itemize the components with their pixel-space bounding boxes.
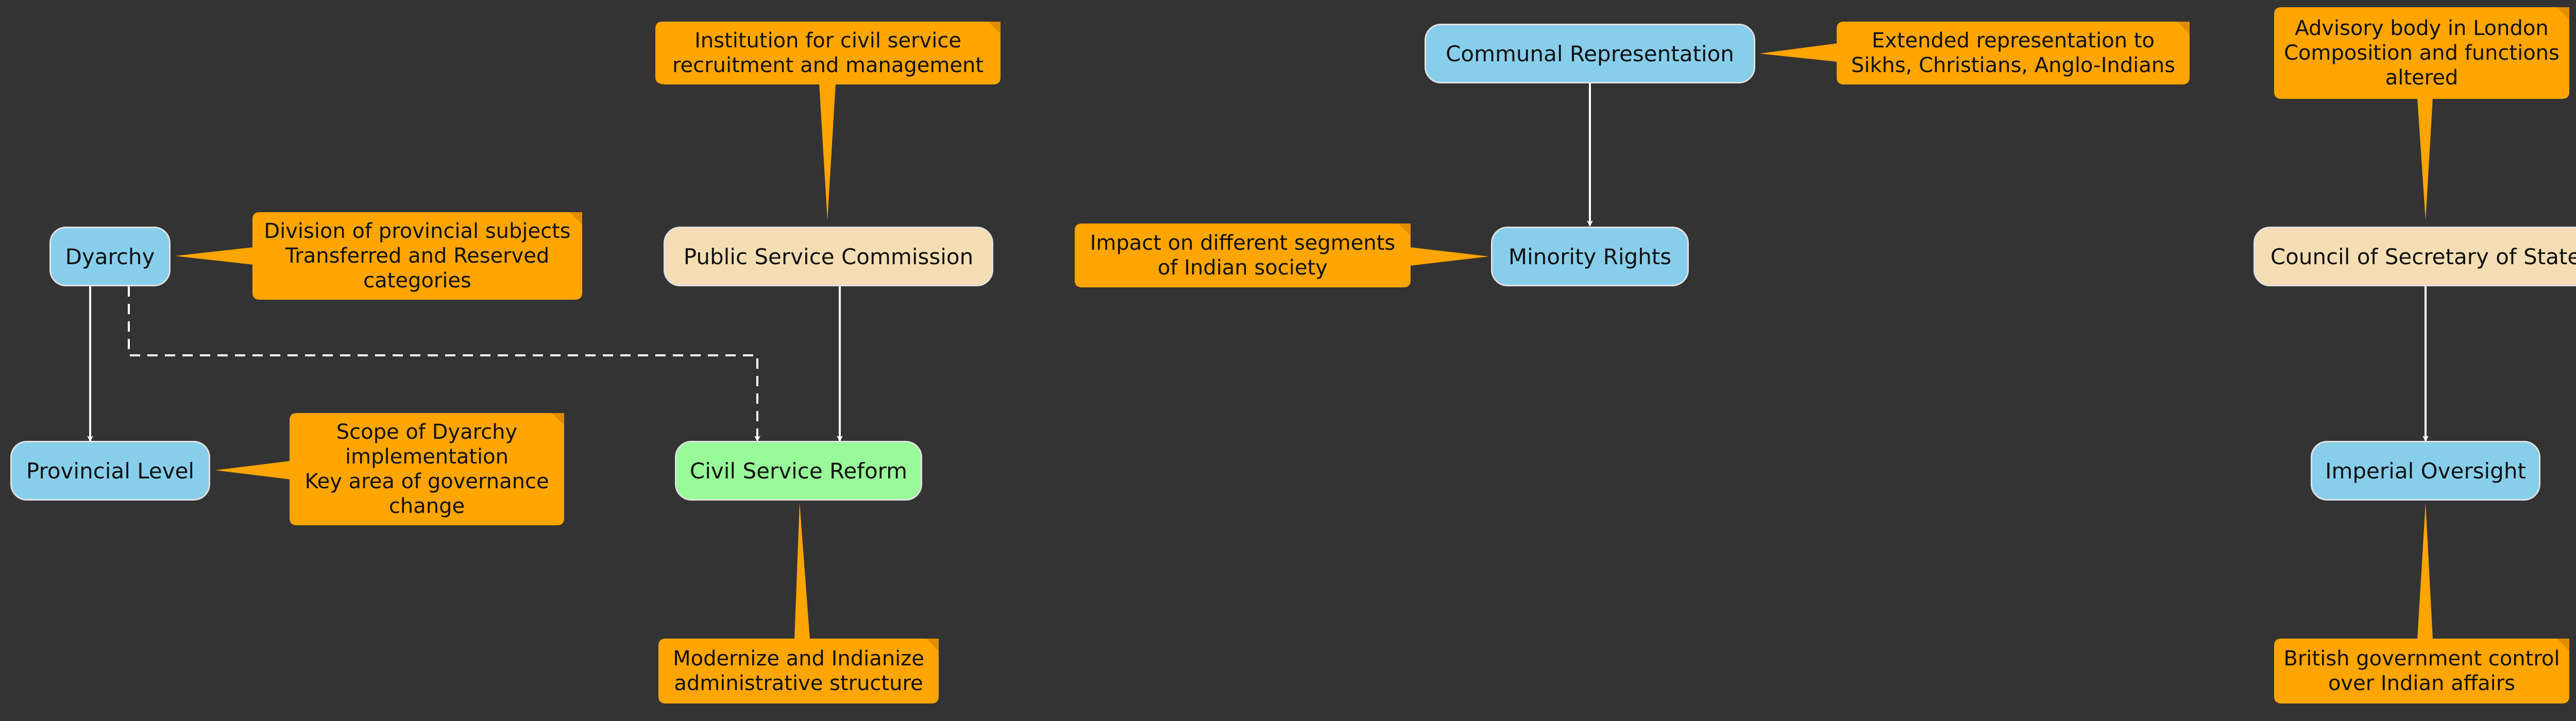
note-shape-provincial-level [215, 413, 564, 525]
node-dyarchy[interactable]: Dyarchy [49, 227, 171, 286]
note-provincial-level: Scope of Dyarchy implementation Key area… [290, 413, 564, 525]
note-line: Modernize and Indianize [673, 647, 924, 671]
note-line: recruitment and management [672, 54, 984, 77]
node-public-service-commission-label: Public Service Commission [683, 244, 974, 269]
node-minority-rights-label: Minority Rights [1508, 244, 1672, 269]
note-line: change [388, 494, 465, 518]
note-council-secretary-state: Advisory body in London Composition and … [2274, 7, 2569, 99]
note-line: implementation [345, 445, 509, 469]
note-shape-minority-rights [1075, 224, 1489, 287]
note-line: Extended representation to [1872, 29, 2155, 53]
node-civil-service-reform[interactable]: Civil Service Reform [675, 441, 922, 501]
note-line: of Indian society [1158, 256, 1328, 280]
note-shape-public-service-commission [655, 22, 1001, 220]
note-dyarchy: Division of provincial subjects Transfer… [252, 212, 582, 300]
note-line: categories [363, 269, 471, 293]
note-line: British government control [2283, 647, 2560, 671]
note-line: altered [2385, 66, 2459, 90]
note-communal-representation: Extended representation to Sikhs, Christ… [1837, 22, 2190, 84]
node-communal-representation-label: Communal Representation [1446, 41, 1734, 66]
node-minority-rights[interactable]: Minority Rights [1491, 227, 1689, 286]
note-shape-dyarchy [175, 212, 582, 300]
note-public-service-commission: Institution for civil service recruitmen… [655, 22, 1001, 84]
node-council-secretary-state-label: Council of Secretary of State [2270, 244, 2576, 269]
note-line: Transferred and Reserved [285, 244, 550, 268]
note-shape-communal-representation [1759, 22, 2190, 84]
node-provincial-level[interactable]: Provincial Level [10, 441, 210, 501]
note-shape-imperial-oversight [2274, 503, 2569, 703]
note-line: Division of provincial subjects [264, 219, 571, 243]
node-communal-representation[interactable]: Communal Representation [1425, 24, 1755, 83]
node-imperial-oversight-label: Imperial Oversight [2325, 458, 2526, 484]
note-imperial-oversight: British government control over Indian a… [2274, 639, 2569, 703]
note-line: Impact on different segments [1090, 231, 1396, 255]
node-dyarchy-label: Dyarchy [65, 244, 155, 269]
node-provincial-level-label: Provincial Level [26, 458, 195, 484]
node-public-service-commission[interactable]: Public Service Commission [664, 227, 993, 286]
note-line: Advisory body in London [2295, 16, 2549, 40]
note-shape-council-secretary-state [2274, 7, 2569, 220]
note-shape-civil-service-reform [658, 503, 939, 703]
note-line: Sikhs, Christians, Anglo-Indians [1851, 54, 2176, 77]
note-line: Composition and functions [2284, 41, 2560, 65]
edge-dyarchy-civil-service-reform [128, 286, 760, 442]
note-line: Institution for civil service [694, 29, 961, 53]
note-line: Scope of Dyarchy [336, 420, 518, 444]
node-imperial-oversight[interactable]: Imperial Oversight [2311, 441, 2540, 501]
note-minority-rights: Impact on different segments of Indian s… [1075, 224, 1411, 287]
node-civil-service-reform-label: Civil Service Reform [689, 458, 908, 484]
note-line: administrative structure [674, 672, 923, 695]
note-civil-service-reform: Modernize and Indianize administrative s… [658, 639, 939, 703]
note-line: Key area of governance [304, 470, 549, 493]
note-line: over Indian affairs [2328, 672, 2516, 695]
node-council-secretary-state[interactable]: Council of Secretary of State [2253, 227, 2576, 286]
